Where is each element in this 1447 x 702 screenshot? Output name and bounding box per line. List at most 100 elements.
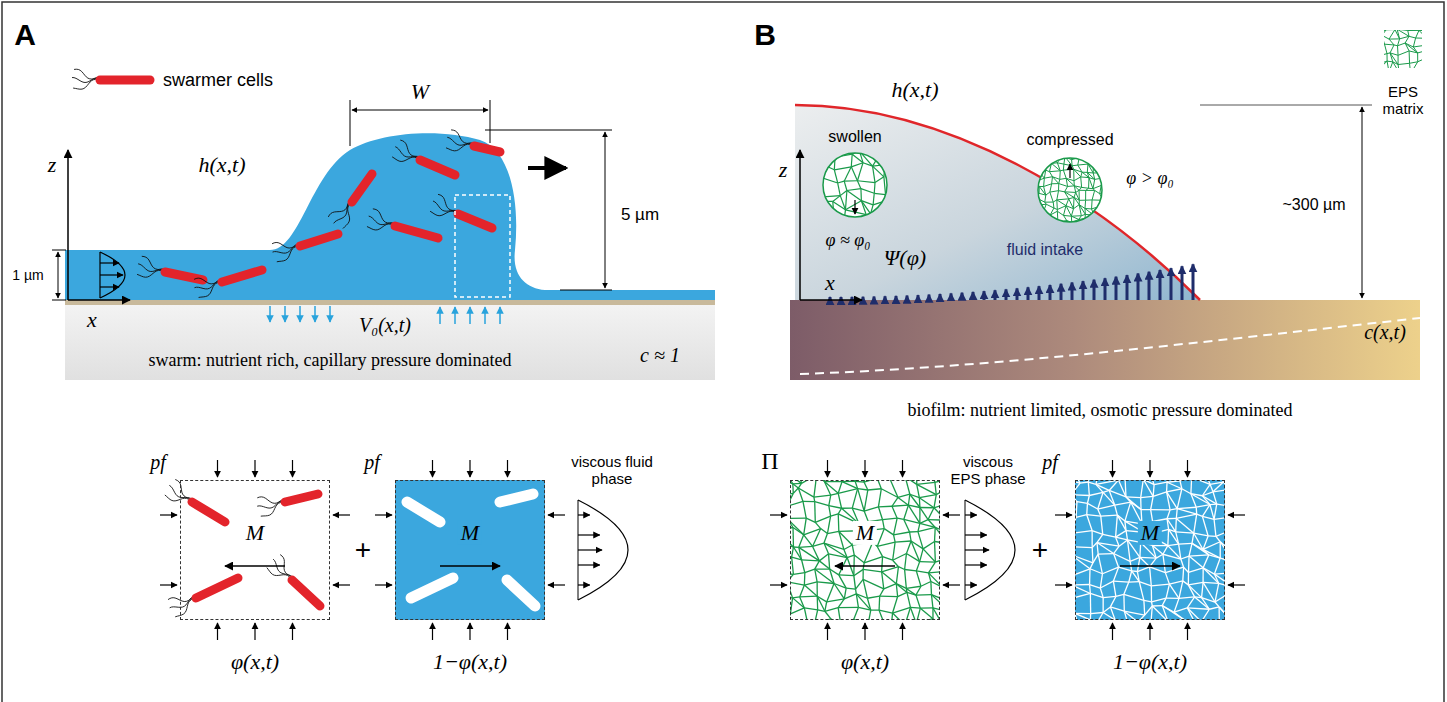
momentum-symbol: M xyxy=(853,521,877,545)
eps-mesh xyxy=(824,482,838,494)
eps-mesh xyxy=(814,495,831,497)
fluid-mesh xyxy=(1110,607,1124,611)
mesh-circle xyxy=(1085,218,1095,221)
eps-mesh xyxy=(824,534,827,543)
mesh-circle xyxy=(851,154,853,167)
eps-mesh xyxy=(916,594,932,596)
mesh-circle xyxy=(1057,211,1063,215)
eps-mesh xyxy=(877,529,884,547)
fluid-mesh xyxy=(1116,515,1118,537)
fluid-intake-arrow xyxy=(1082,281,1085,300)
fluid-mesh xyxy=(1123,594,1125,611)
mesh-circle xyxy=(1036,169,1038,181)
fluid-mesh xyxy=(1163,554,1181,559)
fluid-mesh xyxy=(1140,498,1142,510)
fluid-flux-arrow xyxy=(284,306,286,322)
fluid-mesh xyxy=(1174,608,1187,612)
fluid-phase-fill xyxy=(1075,480,1225,620)
mesh-circle xyxy=(884,177,886,195)
pressure-arrow xyxy=(333,514,350,515)
swarmer-cell xyxy=(438,194,460,212)
mesh-circle xyxy=(820,177,838,183)
eps-matrix-icon xyxy=(1408,30,1419,31)
swarmer-cell xyxy=(474,146,500,152)
fluid-mesh xyxy=(1189,543,1192,556)
pressure-arrow xyxy=(965,514,977,515)
fluid-mesh xyxy=(1115,502,1131,505)
fluid-mesh xyxy=(1129,581,1139,583)
eps-mesh xyxy=(863,579,867,598)
fluid-mesh xyxy=(1203,582,1219,584)
fluid-mesh xyxy=(1182,567,1184,581)
pressure-arrow xyxy=(548,584,565,585)
eps-matrix-icon xyxy=(1398,65,1399,68)
eps-mesh xyxy=(884,584,897,589)
panel-letter: A xyxy=(14,18,36,53)
fluid-intake-arrow xyxy=(1016,288,1019,300)
fluid-mesh xyxy=(1167,492,1178,509)
dimension-line xyxy=(58,252,59,298)
mesh-circle xyxy=(871,214,884,219)
swarmer-cell xyxy=(451,130,475,144)
eps-mesh xyxy=(792,557,802,560)
eps-mesh xyxy=(893,607,911,613)
fluid-mesh xyxy=(1100,581,1113,588)
fluid-mesh xyxy=(1210,505,1214,520)
mesh-circle xyxy=(1052,157,1060,158)
eps-mesh xyxy=(830,569,834,583)
eps-mesh xyxy=(893,542,895,560)
fluid-mesh xyxy=(1124,480,1126,497)
dimension-line xyxy=(560,290,612,291)
panel-letter: B xyxy=(754,18,776,53)
mesh-circle xyxy=(1065,151,1067,157)
fluid-mesh xyxy=(1213,492,1217,504)
mesh-circle xyxy=(1079,205,1085,215)
mesh-circle xyxy=(1074,186,1079,190)
eps-mesh xyxy=(852,489,857,509)
eps-mesh xyxy=(816,582,817,596)
fluid-mesh xyxy=(1167,518,1176,520)
mesh-circle xyxy=(861,189,874,194)
eps-matrix-icon xyxy=(1386,30,1395,31)
eps-mesh xyxy=(898,497,908,505)
eps-mesh xyxy=(803,501,806,518)
fluid-mesh xyxy=(1165,567,1183,572)
eps-matrix-icon xyxy=(1419,30,1422,38)
swarmer-cell xyxy=(165,272,203,280)
eps-mesh xyxy=(854,555,864,563)
mesh-circle xyxy=(1088,226,1091,230)
eps-mesh xyxy=(790,608,804,614)
swarmer-cell xyxy=(328,200,350,217)
pressure-arrow xyxy=(1055,514,1072,515)
eps-mesh xyxy=(916,571,921,586)
mesh-circle xyxy=(1035,205,1038,213)
fluid-mesh xyxy=(1167,489,1182,492)
fluid-intake-arrow xyxy=(917,295,920,300)
swarm-substrate xyxy=(65,300,715,305)
eps-matrix-icon xyxy=(1384,67,1389,68)
dimension-line xyxy=(350,100,351,146)
fluid-intake-arrow xyxy=(1148,272,1151,300)
eps-mesh xyxy=(877,542,895,546)
eps-mesh xyxy=(815,568,830,569)
height-label: h(x,t) xyxy=(891,77,938,102)
mesh-circle xyxy=(825,201,833,202)
eps-matrix-icon xyxy=(1418,59,1422,61)
mesh-circle xyxy=(874,183,876,194)
fluid-mesh xyxy=(1166,482,1168,492)
fluid-mesh xyxy=(1098,613,1103,620)
fluid-intake-arrow xyxy=(884,296,887,300)
dimension-label: W xyxy=(411,79,429,104)
height-label: h(x,t) xyxy=(198,152,245,177)
eps-mesh xyxy=(793,484,799,488)
mesh-circle xyxy=(1068,185,1075,187)
mesh-circle xyxy=(1107,190,1108,198)
fluid-flux-arrow xyxy=(499,307,501,324)
mesh-circle xyxy=(823,219,834,222)
eps-matrix-icon xyxy=(1398,51,1409,55)
mesh-circle xyxy=(1067,151,1073,153)
mesh-circle xyxy=(1086,190,1095,191)
fluid-mesh xyxy=(1202,582,1204,597)
fluid-mesh xyxy=(1218,607,1220,620)
fluid-mesh xyxy=(1189,568,1204,573)
